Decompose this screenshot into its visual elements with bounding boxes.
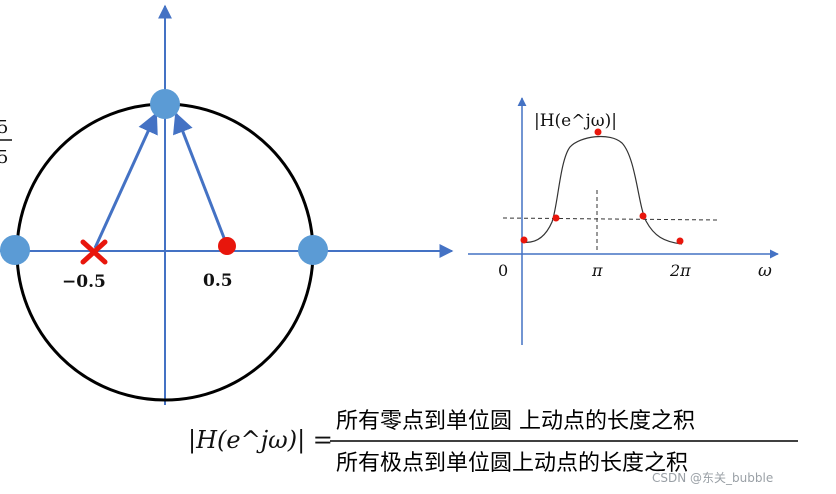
circle-point-left [0, 235, 30, 265]
watermark: CSDN @东关_bubble [652, 471, 773, 485]
edge-fraction-bottom: 5 [0, 147, 8, 168]
formula-lhs: |H(e^jω)| = [188, 426, 333, 455]
zero-label: 0.5 [203, 271, 233, 291]
mag-y-label: |H(e^jω)| [534, 111, 617, 131]
tick-label-0: 0 [498, 261, 508, 280]
pole-zero-plot: −0.5 0.5 5 5 [0, 4, 454, 405]
sample-point [552, 214, 560, 222]
sample-point [594, 128, 602, 136]
dashed-horizontal [502, 217, 719, 221]
formula: |H(e^jω)| = 所有零点到单位圆 上动点的长度之积 所有极点到单位圆上动… [188, 409, 798, 476]
sample-point [676, 237, 684, 245]
tick-label-pi: π [591, 261, 603, 280]
zero-vector [173, 112, 228, 244]
sample-point [520, 236, 528, 244]
omega-label: ω [758, 261, 772, 281]
moving-point-top [150, 89, 180, 119]
formula-denominator: 所有极点到单位圆上动点的长度之积 [336, 451, 688, 476]
magnitude-plot: |H(e^jω)| 0 π 2π ω [468, 97, 779, 345]
pole-vector [93, 112, 158, 249]
x-mark-icon [80, 239, 108, 265]
sample-point [639, 212, 647, 220]
magnitude-curve [521, 135, 683, 245]
circle-point-right [298, 235, 328, 265]
pole-label: −0.5 [62, 272, 106, 292]
formula-numerator: 所有零点到单位圆 上动点的长度之积 [336, 409, 695, 434]
tick-label-2pi: 2π [669, 261, 691, 280]
dot-icon [218, 237, 236, 255]
edge-fraction-top: 5 [0, 117, 8, 138]
